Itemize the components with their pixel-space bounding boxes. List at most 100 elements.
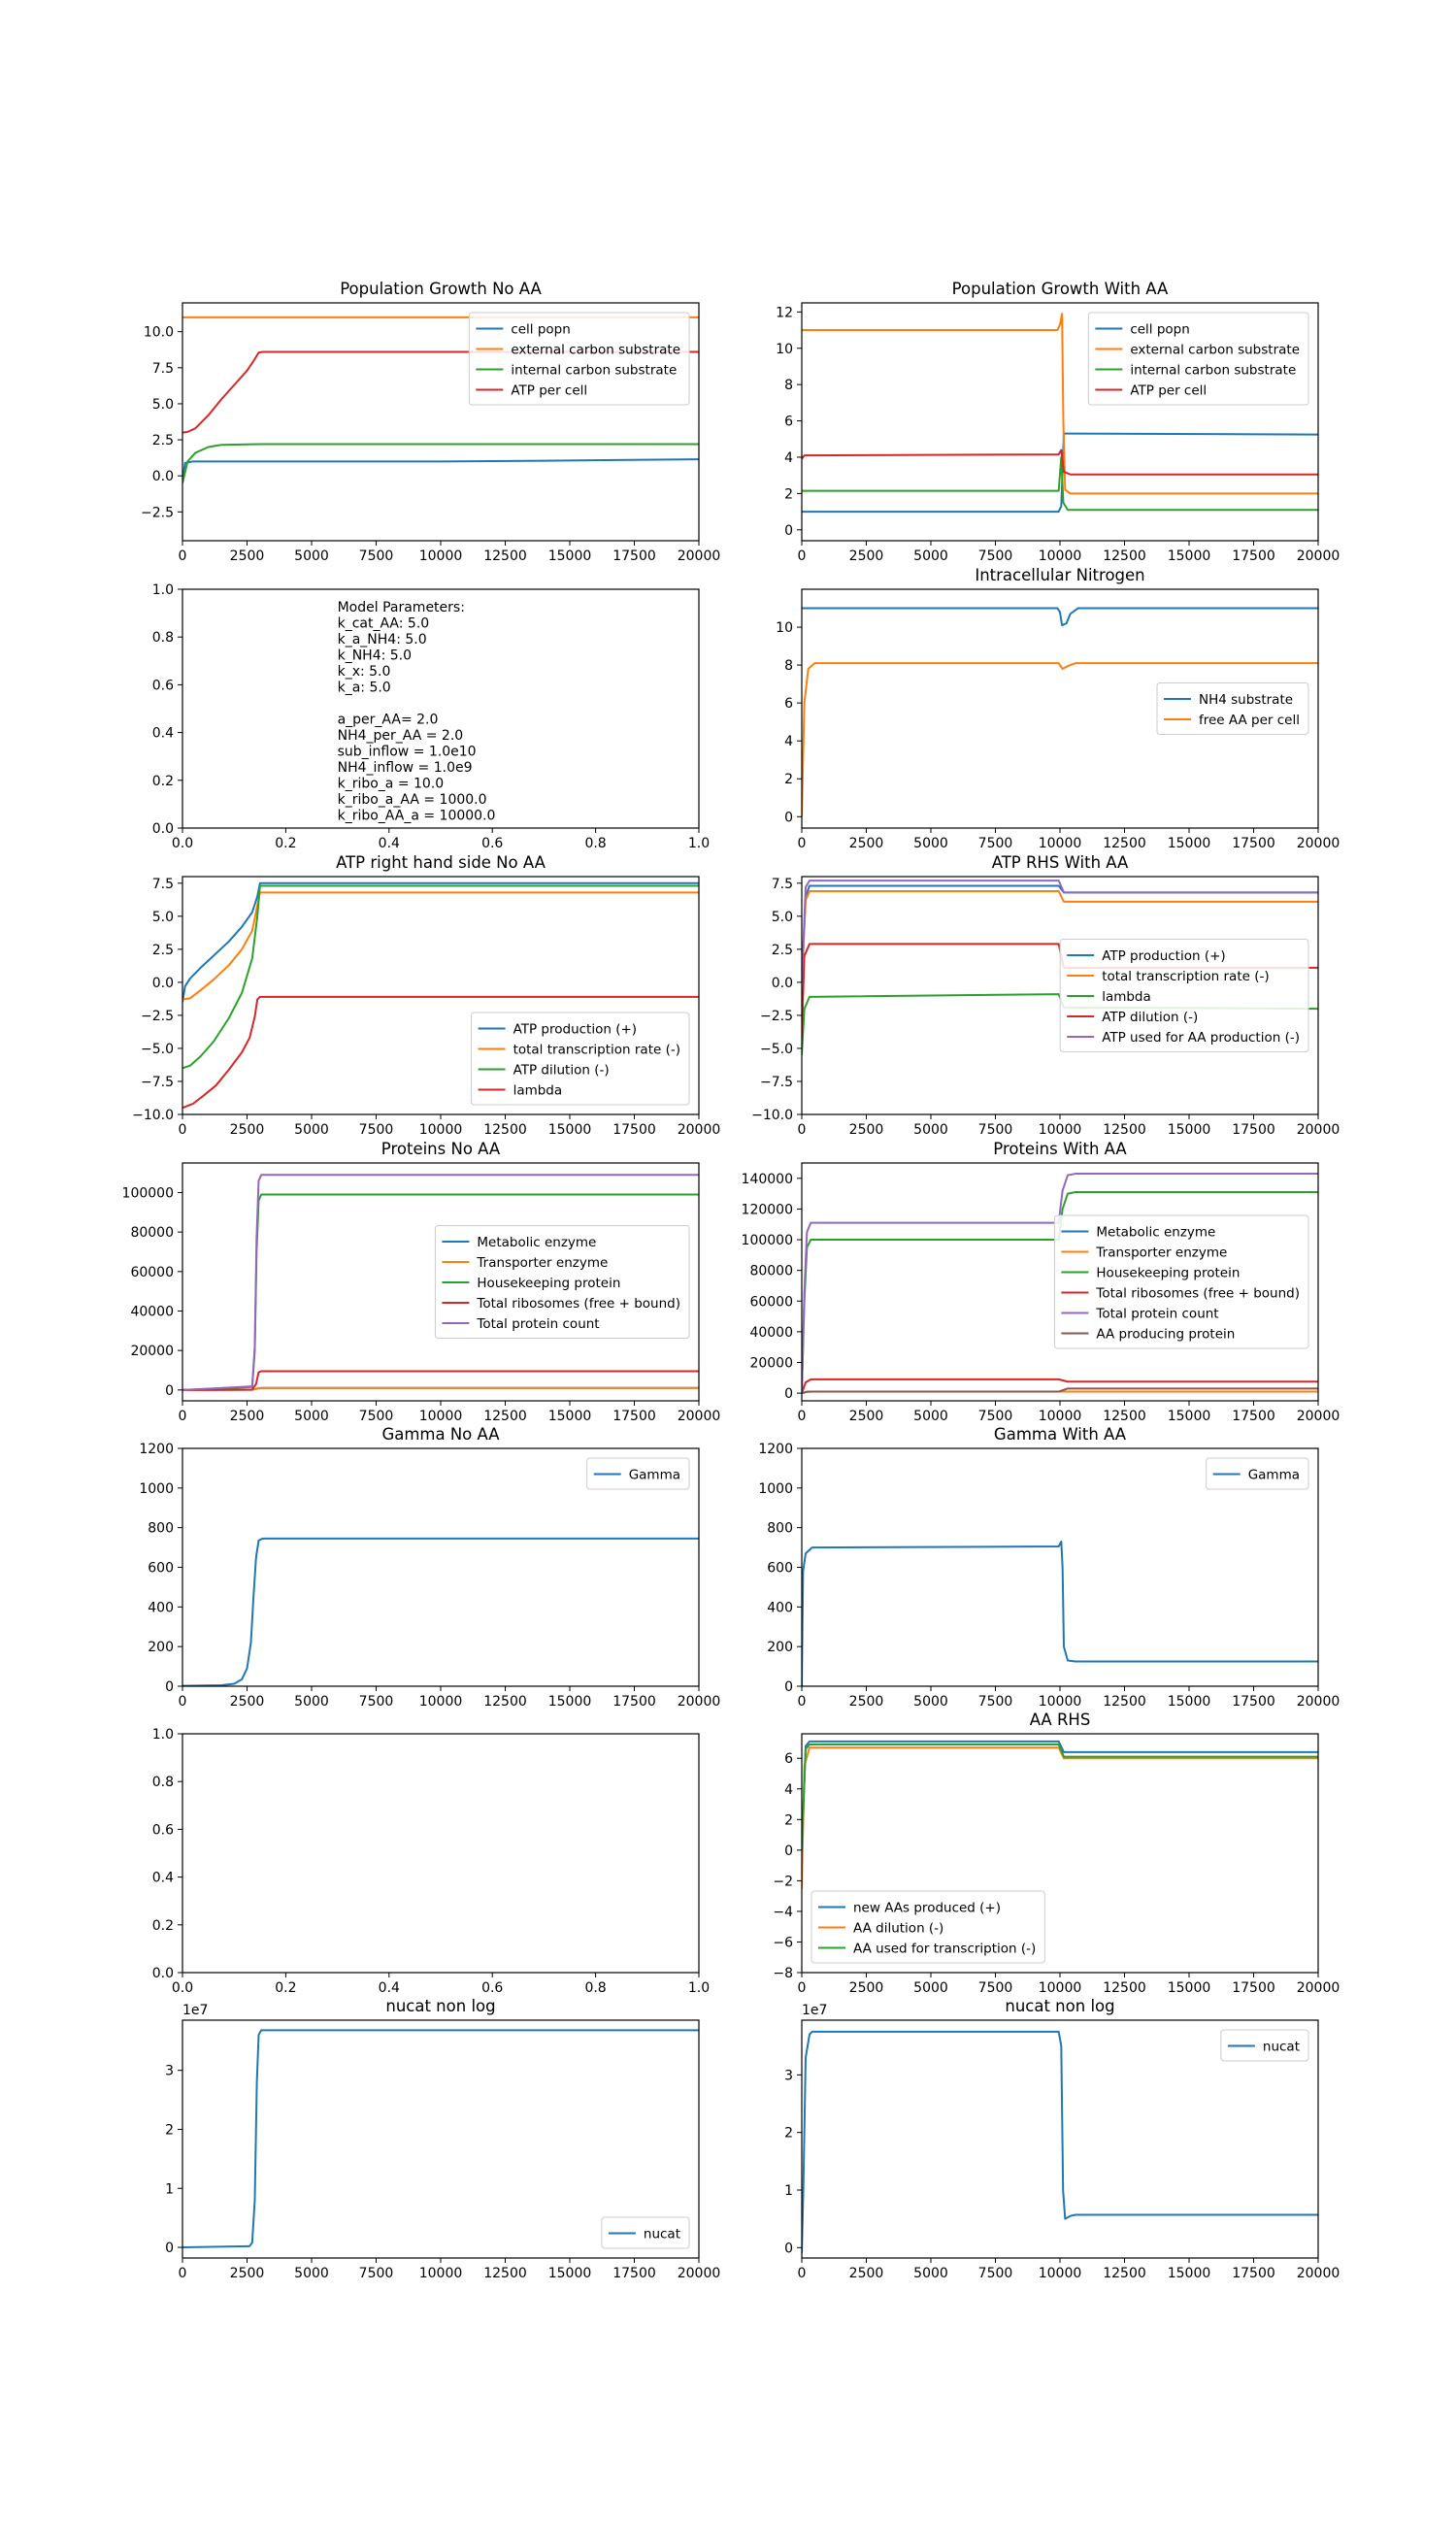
legend-box <box>468 312 690 406</box>
y-tick-label: 0 <box>784 1679 793 1695</box>
x-tick-label: 12500 <box>1103 836 1146 851</box>
y-offset-text: 1e7 <box>802 2003 827 2018</box>
legend-label: lambda <box>1102 989 1151 1005</box>
param-line: k_a: 5.0 <box>338 681 391 696</box>
x-tick-label: 12500 <box>483 1122 527 1138</box>
x-tick-label: 10000 <box>419 1122 463 1138</box>
y-tick-label: 0.2 <box>152 1918 174 1934</box>
y-tick-label: 4 <box>784 734 793 749</box>
y-tick-label: 10.0 <box>144 325 174 341</box>
x-tick-label: 7500 <box>978 1409 1013 1424</box>
x-tick-label: 0.4 <box>379 1980 400 1996</box>
y-tick-label: 8 <box>784 658 793 674</box>
x-tick-label: 12500 <box>1103 1980 1146 1996</box>
y-tick-label: 7.5 <box>152 361 174 377</box>
y-tick-label: 3 <box>784 2068 793 2083</box>
x-tick-label: 0 <box>179 1409 187 1424</box>
y-tick-label: −6 <box>773 1935 793 1950</box>
x-tick-label: 0 <box>798 1694 807 1710</box>
y-tick-label: 120000 <box>742 1202 793 1217</box>
x-tick-label: 0.2 <box>275 1980 296 1996</box>
legend-label: lambda <box>513 1083 563 1099</box>
legend-label: NH4 substrate <box>1199 692 1293 708</box>
x-tick-label: 0.2 <box>275 836 296 851</box>
x-tick-label: 15000 <box>1168 836 1211 851</box>
legend-label: total transcription rate (-) <box>1102 969 1269 984</box>
x-tick-label: 5000 <box>913 1694 948 1710</box>
series-line-intracellular-nitrogen-0 <box>802 607 1318 627</box>
legend-label: Housekeeping protein <box>1096 1266 1240 1281</box>
x-tick-label: 10000 <box>1039 1694 1082 1710</box>
x-tick-label: 15000 <box>1168 1694 1211 1710</box>
series-line-gamma-with-aa-0 <box>802 1540 1318 1686</box>
y-tick-label: 7.5 <box>772 877 793 892</box>
x-tick-label: 15000 <box>548 548 592 564</box>
y-tick-label: 0 <box>784 1843 793 1859</box>
legend: Gamma <box>586 1457 690 1490</box>
x-tick-label: 2500 <box>849 548 884 564</box>
legend-label: ATP per cell <box>511 383 587 399</box>
legend-label: AA dilution (-) <box>853 1921 943 1937</box>
param-line: NH4_per_AA = 2.0 <box>338 728 464 744</box>
x-tick-label: 5000 <box>294 1122 329 1138</box>
y-tick-label: 6 <box>784 696 793 712</box>
x-tick-label: 20000 <box>678 1694 721 1710</box>
y-tick-label: 2.5 <box>152 433 174 448</box>
x-tick-label: 0.8 <box>584 1980 606 1996</box>
legend: ATP production (+)total transcription ra… <box>471 1012 690 1106</box>
legend-label: ATP per cell <box>1130 383 1207 399</box>
legend-label: internal carbon substrate <box>1130 363 1296 379</box>
y-tick-label: 2.5 <box>152 943 174 958</box>
y-tick-label: 2 <box>784 486 793 502</box>
y-tick-label: 1 <box>165 2181 174 2197</box>
x-tick-label: 2500 <box>230 1122 265 1138</box>
series-line-atp-rhs-no-aa-1 <box>182 891 699 1001</box>
y-tick-label: 600 <box>148 1561 174 1577</box>
chart-title: Proteins With AA <box>993 1140 1127 1158</box>
chart-title: ATP RHS With AA <box>992 853 1129 872</box>
legend-label: Gamma <box>629 1468 680 1483</box>
x-tick-label: 10000 <box>419 548 463 564</box>
series-line-proteins-no-aa-3 <box>182 1370 699 1391</box>
x-tick-label: 15000 <box>1168 1980 1211 1996</box>
series-line-atp-rhs-no-aa-3 <box>182 995 699 1110</box>
chart-title: Intracellular Nitrogen <box>975 566 1144 584</box>
y-tick-label: 0.0 <box>152 976 174 991</box>
x-tick-label: 15000 <box>548 1694 592 1710</box>
x-tick-label: 2500 <box>230 1694 265 1710</box>
legend-label: AA producing protein <box>1096 1327 1235 1343</box>
x-tick-label: 7500 <box>978 1980 1013 1996</box>
x-tick-label: 7500 <box>359 1122 394 1138</box>
x-tick-label: 17500 <box>1232 1980 1275 1996</box>
x-tick-label: 17500 <box>1232 548 1275 564</box>
x-tick-label: 20000 <box>1297 548 1340 564</box>
x-tick-label: 10000 <box>419 1409 463 1424</box>
x-tick-label: 20000 <box>678 1122 721 1138</box>
y-tick-label: −2.5 <box>141 1009 174 1024</box>
x-tick-label: 12500 <box>1103 1409 1146 1424</box>
legend-box <box>586 1457 690 1490</box>
y-tick-label: 1000 <box>139 1481 174 1497</box>
x-tick-label: 0 <box>798 1409 807 1424</box>
y-tick-label: 5.0 <box>152 397 174 413</box>
y-tick-label: 0 <box>165 1679 174 1695</box>
chart-title: AA RHS <box>1030 1710 1091 1729</box>
series-line-pop-with-aa-2 <box>802 455 1318 512</box>
y-tick-label: 1.0 <box>152 582 174 598</box>
x-tick-label: 7500 <box>978 548 1013 564</box>
x-tick-label: 17500 <box>612 2266 656 2281</box>
y-tick-label: 80000 <box>749 1264 793 1279</box>
x-tick-label: 20000 <box>678 2266 721 2281</box>
y-tick-label: −8 <box>773 1966 793 1981</box>
chart-title: Proteins No AA <box>381 1140 501 1158</box>
